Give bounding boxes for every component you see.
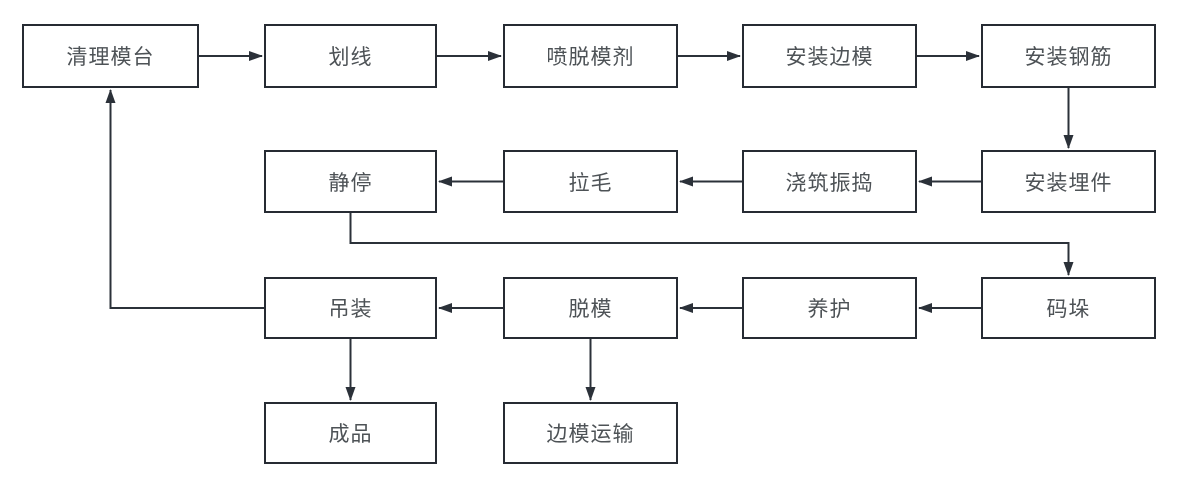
flow-node-marking: 划线 xyxy=(264,24,437,88)
flow-node-finished-product: 成品 xyxy=(264,402,437,464)
flow-node-demolding: 脱模 xyxy=(503,277,678,339)
flow-edge-hoisting-to-clean-table xyxy=(105,89,264,309)
flow-node-spray-release-agent: 喷脱模剂 xyxy=(503,24,678,88)
flow-edge-static-rest-to-stacking xyxy=(349,213,1074,276)
flow-node-side-form-transport: 边模运输 xyxy=(503,402,678,464)
flow-node-label: 安装埋件 xyxy=(1024,171,1113,195)
flow-node-label: 划线 xyxy=(328,46,373,69)
flow-node-label: 静停 xyxy=(328,171,373,195)
flow-node-label: 喷脱模剂 xyxy=(546,46,635,69)
flow-node-stacking: 码垛 xyxy=(981,277,1156,339)
flow-node-label: 拉毛 xyxy=(568,171,613,195)
flow-node-label: 安装钢筋 xyxy=(1024,46,1113,69)
flow-node-hoisting: 吊装 xyxy=(264,277,437,339)
flow-node-install-side-forms: 安装边模 xyxy=(742,24,917,88)
flow-node-label: 边模运输 xyxy=(546,423,635,446)
flow-node-static-rest: 静停 xyxy=(264,150,437,213)
flow-node-install-embeds: 安装埋件 xyxy=(981,150,1156,213)
flow-node-install-rebar: 安装钢筋 xyxy=(981,24,1156,88)
flow-node-roughening: 拉毛 xyxy=(503,150,678,213)
flow-node-label: 码垛 xyxy=(1046,298,1091,321)
flow-node-label: 养护 xyxy=(807,298,852,321)
flow-node-curing: 养护 xyxy=(742,277,917,339)
flow-node-label: 成品 xyxy=(328,423,373,446)
flow-node-label: 浇筑振捣 xyxy=(785,171,874,195)
flow-node-label: 脱模 xyxy=(568,298,613,321)
flow-node-label: 吊装 xyxy=(328,298,373,321)
flow-node-label: 安装边模 xyxy=(785,46,874,69)
flow-node-pour-vibrate: 浇筑振捣 xyxy=(742,150,917,213)
flow-node-label: 清理模台 xyxy=(66,46,155,69)
flow-node-clean-table: 清理模台 xyxy=(22,24,199,88)
